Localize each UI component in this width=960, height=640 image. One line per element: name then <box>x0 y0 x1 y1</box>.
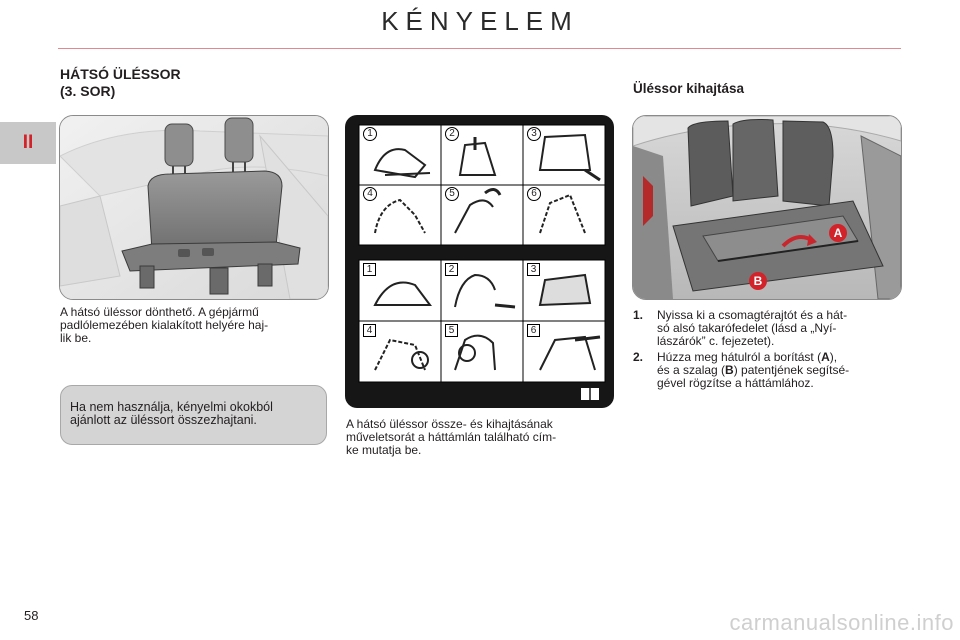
chapter-tab: II <box>0 122 56 164</box>
section-title: HÁTSÓ ÜLÉSSOR (3. SOR) <box>60 66 181 100</box>
step-item: 1. Nyissa ki a csomagtérajtót és a hát- … <box>633 309 903 348</box>
step-number: 2. <box>633 350 644 364</box>
step-line: Nyissa ki a csomagtérajtót és a hát- <box>657 308 848 322</box>
step-bold-ref: B <box>725 363 734 377</box>
bottom-instruction-grid <box>358 259 606 383</box>
chapter-tab-label: II <box>22 132 34 153</box>
step-line: Húzza meg hátulról a borítást (A), <box>657 351 903 364</box>
step-text: ) patentjének segítsé- <box>733 363 850 377</box>
intro-line: padlólemezében kialakított helyére haj- <box>60 318 269 332</box>
top-instruction-grid <box>358 124 606 246</box>
info-note: Ha nem használja, kényelmi okokból ajánl… <box>60 385 327 445</box>
note-line: Ha nem használja, kényelmi okokból <box>70 400 273 414</box>
label-paragraph: A hátsó üléssor össze- és kihajtásának m… <box>346 418 614 457</box>
step-label: 5 <box>445 187 459 201</box>
seat-illustration <box>59 115 329 300</box>
trunk-illustration: A B <box>632 115 902 300</box>
instruction-label-card: 1 2 3 4 5 6 1 2 3 4 5 6 <box>345 115 614 408</box>
manual-book-icon <box>581 388 599 400</box>
label-line: ke mutatja be. <box>346 443 422 457</box>
step-item: 2. Húzza meg hátulról a borítást (A), és… <box>633 351 903 390</box>
intro-line: A hátsó üléssor dönthető. A gépjármű <box>60 305 259 319</box>
watermark: carmanualsonline.info <box>729 610 954 635</box>
step-label: 1 <box>363 263 376 276</box>
trunk-illustration-svg <box>633 116 901 299</box>
steps-list: 1. Nyissa ki a csomagtérajtót és a hát- … <box>633 309 903 393</box>
step-label: 4 <box>363 324 376 337</box>
page-header-title: KÉNYELEM <box>381 6 579 36</box>
intro-paragraph: A hátsó üléssor dönthető. A gépjármű pad… <box>60 306 328 345</box>
step-line: só alsó takarófedelet (lásd a „Nyí- <box>657 321 837 335</box>
callout-b: B <box>749 272 767 290</box>
step-label: 3 <box>527 127 541 141</box>
instruction-label-svg <box>358 124 606 400</box>
step-label: 4 <box>363 187 377 201</box>
step-line: gével rögzítse a háttámlához. <box>657 376 814 390</box>
step-line: és a szalag (B) patentjének segítsé- <box>657 364 903 377</box>
step-text: ), <box>829 350 838 364</box>
note-line: ajánlott az üléssort összezhajtani. <box>70 413 257 427</box>
subsection-title: Üléssor kihajtása <box>633 81 745 96</box>
seat-illustration-svg <box>60 116 328 299</box>
step-label: 6 <box>527 324 540 337</box>
step-label: 3 <box>527 263 540 276</box>
step-bold-ref: A <box>821 350 830 364</box>
header-rule <box>58 48 901 49</box>
section-title-line2: (3. SOR) <box>60 83 116 99</box>
step-text: Húzza meg hátulról a borítást ( <box>657 350 822 364</box>
section-title-line1: HÁTSÓ ÜLÉSSOR <box>60 66 181 82</box>
intro-line: lik be. <box>60 331 92 345</box>
step-label: 6 <box>527 187 541 201</box>
step-label: 2 <box>445 263 458 276</box>
label-line: műveletsorát a háttámlán található cím- <box>346 430 557 444</box>
step-label: 1 <box>363 127 377 141</box>
step-text: és a szalag ( <box>657 363 726 377</box>
callout-a: A <box>829 224 847 242</box>
label-line: A hátsó üléssor össze- és kihajtásának <box>346 417 553 431</box>
step-label: 5 <box>445 324 458 337</box>
step-label: 2 <box>445 127 459 141</box>
step-number: 1. <box>633 308 644 322</box>
step-line: lászárók” c. fejezetet). <box>657 334 775 348</box>
page-number: 58 <box>24 608 39 623</box>
